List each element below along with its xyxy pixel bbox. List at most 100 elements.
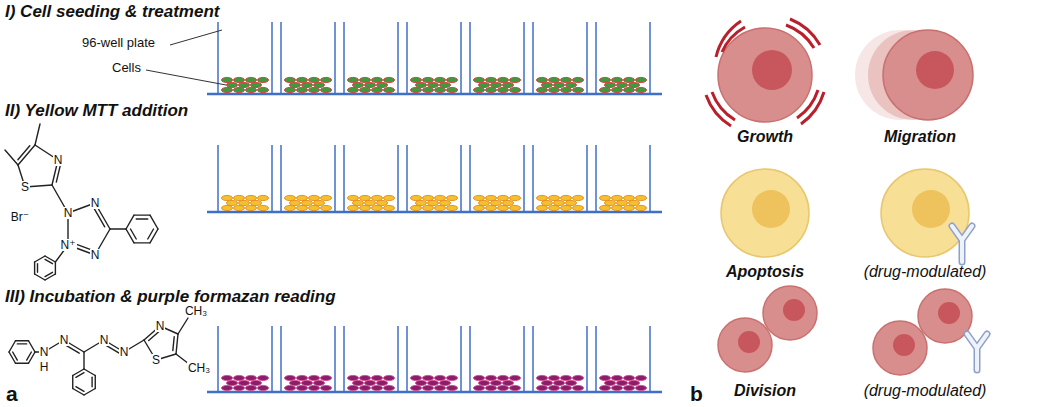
cell-dot: [624, 375, 635, 380]
cell-dot: [353, 380, 364, 385]
well-wall: [397, 326, 399, 392]
cell-dot: [290, 380, 301, 385]
cell-dot: [411, 385, 422, 390]
well-wall: [595, 326, 597, 392]
cell-dot: [491, 82, 502, 87]
cell-dot: [258, 375, 269, 380]
benzene-ring: [91, 377, 92, 386]
cell-dot: [423, 195, 434, 200]
atom-label: N: [90, 249, 101, 261]
cell-dot: [435, 87, 446, 92]
well-wall: [469, 22, 471, 94]
cell-dot: [573, 77, 584, 82]
cell-dot: [440, 380, 451, 385]
cell-dot: [372, 375, 383, 380]
plate-base: [207, 391, 662, 394]
cell-dot: [573, 385, 584, 390]
benzene-ring: [27, 352, 32, 360]
cell-caption: Migration: [884, 128, 956, 146]
cell-dot: [222, 87, 233, 92]
cell-dot: [384, 385, 395, 390]
chemical-bond: [18, 145, 35, 165]
cell-dot: [239, 82, 250, 87]
cell-dot: [377, 82, 388, 87]
cell-dot: [573, 87, 584, 92]
cell-dot: [440, 200, 451, 205]
cell-dot: [348, 205, 359, 210]
cell-dot: [447, 77, 458, 82]
cell-dot: [258, 205, 269, 210]
cell-dot: [474, 375, 485, 380]
cell-dot: [290, 200, 301, 205]
benzene-ring: [126, 229, 134, 243]
cell-dot: [600, 205, 611, 210]
cell-dot: [561, 205, 572, 210]
cell-dot: [612, 385, 623, 390]
cell-dot: [372, 77, 383, 82]
well-wall: [523, 145, 525, 212]
cell-dot: [537, 195, 548, 200]
cell-dot: [353, 82, 364, 87]
cell-dot: [321, 77, 332, 82]
cell-dot: [321, 195, 332, 200]
cell-dot: [416, 200, 427, 205]
cell-dot: [258, 77, 269, 82]
cell-dot: [290, 82, 301, 87]
cell-dot: [428, 200, 439, 205]
atom-label: N: [99, 334, 110, 346]
plate-base: [207, 211, 662, 214]
cell-dot: [486, 385, 497, 390]
cell-dot: [612, 375, 623, 380]
atom-label: N: [53, 154, 64, 166]
cell-dot: [566, 82, 577, 87]
well-wall: [460, 145, 462, 212]
well-wall: [271, 145, 273, 212]
benzene-ring: [16, 340, 29, 341]
cell-dot: [360, 205, 371, 210]
cell-dot: [510, 77, 521, 82]
cell-dot: [285, 385, 296, 390]
cell-dot: [498, 375, 509, 380]
cell-dot: [537, 375, 548, 380]
cell-dot: [617, 82, 628, 87]
well-wall: [280, 326, 282, 392]
cell-dot: [629, 380, 640, 385]
well-wall: [586, 326, 588, 392]
atom-label: S: [151, 354, 161, 366]
benzene-ring: [136, 218, 148, 219]
cell-dot: [222, 375, 233, 380]
antibody-outline: [952, 226, 972, 262]
cell-dot: [411, 77, 422, 82]
cell-dot: [474, 87, 485, 92]
well-wall: [397, 22, 399, 94]
atom-label: H: [39, 361, 50, 373]
antibody-symbol: [952, 226, 972, 262]
cell-dot: [360, 87, 371, 92]
cell-dot: [605, 200, 616, 205]
cell-dot: [227, 380, 238, 385]
cell-dot: [474, 77, 485, 82]
plate-base: [207, 93, 662, 96]
cell-dot: [617, 380, 628, 385]
cell-dot: [561, 87, 572, 92]
benzene-ring: [76, 373, 84, 378]
chemical-bond: [56, 165, 60, 183]
well-wall: [460, 22, 462, 94]
cell-dot: [474, 205, 485, 210]
cell-dot: [411, 87, 422, 92]
cell-dot: [360, 195, 371, 200]
benzene-ring: [130, 229, 136, 239]
benzene-ring: [126, 215, 134, 229]
well-wall: [271, 22, 273, 94]
well-wall: [532, 326, 534, 392]
cell-dot: [297, 87, 308, 92]
benzene-ring: [72, 376, 73, 389]
cell-dot: [573, 375, 584, 380]
cell-dot: [246, 87, 257, 92]
cell-dot: [285, 195, 296, 200]
benzene-ring: [55, 262, 56, 274]
cell-dot: [285, 205, 296, 210]
cell-dot: [297, 77, 308, 82]
cell-dot: [246, 77, 257, 82]
